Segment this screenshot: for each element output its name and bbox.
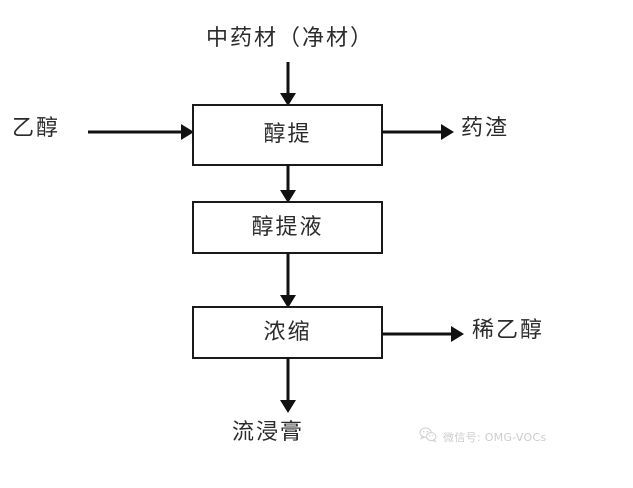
label-raw-material: 中药材（净材） — [206, 26, 375, 51]
arrow-shaft — [286, 62, 289, 94]
arrow-extraction-to-liquid — [279, 165, 296, 203]
process-box-concentration: 浓缩 — [192, 306, 383, 359]
label-fluid-extract: 流浸膏 — [232, 420, 305, 445]
arrow-shaft — [286, 357, 289, 401]
label-residue: 药渣 — [461, 116, 510, 141]
arrow-material-to-extraction — [279, 62, 296, 106]
label-dilute-ethanol: 稀乙醇 — [472, 318, 545, 343]
arrow-head-right-icon — [181, 123, 194, 140]
arrow-concentration-to-extract — [279, 357, 296, 413]
arrow-head-right-icon — [441, 123, 454, 140]
process-box-label: 浓缩 — [263, 319, 312, 345]
arrow-shaft — [286, 165, 289, 191]
arrow-shaft — [88, 130, 182, 133]
process-box-label: 醇提液 — [251, 214, 324, 240]
watermark: 微信号: OMG-VOCs — [419, 427, 547, 447]
arrow-shaft — [382, 332, 452, 335]
arrow-head-down-icon — [279, 400, 296, 413]
arrow-head-down-icon — [279, 93, 296, 106]
arrow-head-down-icon — [279, 295, 296, 308]
arrow-extraction-to-residue — [382, 123, 454, 140]
watermark-text: 微信号: OMG-VOCs — [443, 431, 547, 444]
arrow-shaft — [382, 130, 442, 133]
process-box-alcohol-extraction: 醇提 — [192, 104, 383, 166]
label-ethanol: 乙醇 — [12, 116, 61, 141]
wechat-icon — [419, 427, 437, 447]
arrow-ethanol-to-extraction — [88, 123, 194, 140]
arrow-head-right-icon — [451, 325, 464, 342]
process-box-extract-liquid: 醇提液 — [192, 201, 383, 254]
arrow-liquid-to-concentration — [279, 253, 296, 308]
arrow-head-down-icon — [279, 190, 296, 203]
process-box-label: 醇提 — [263, 122, 312, 147]
arrow-shaft — [286, 253, 289, 296]
arrow-concentration-to-dilute — [382, 325, 464, 342]
